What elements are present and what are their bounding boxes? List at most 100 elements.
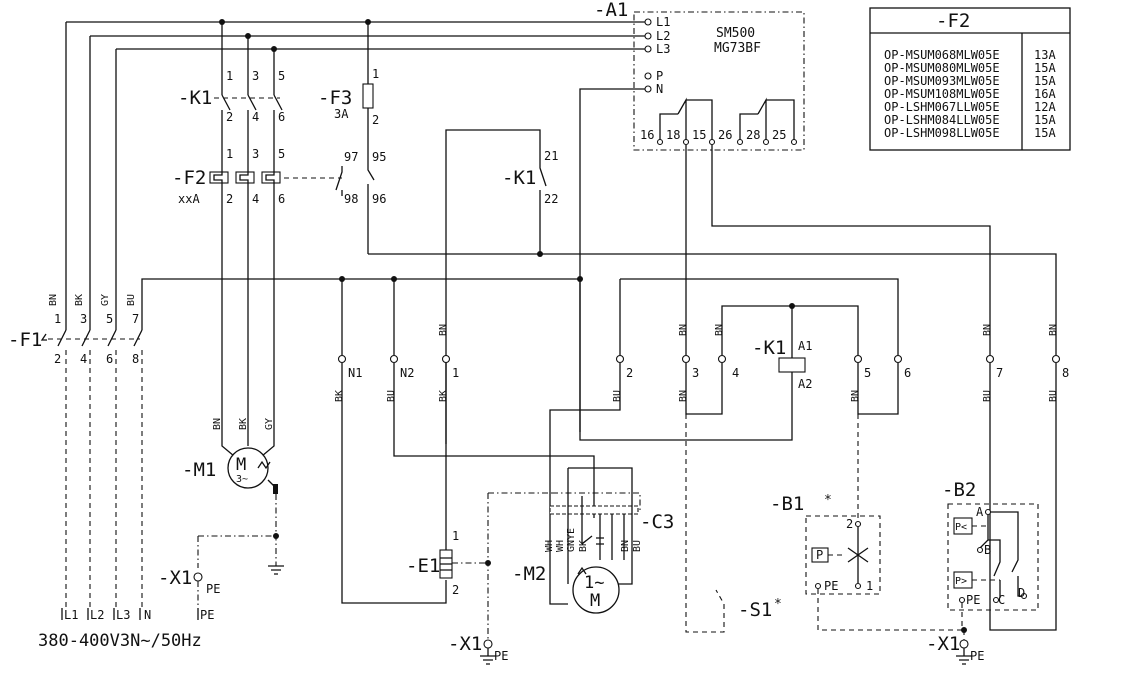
f2-ref: -F2: [172, 167, 206, 189]
terminal-strip: N1 N2 1 2 3 4 5 6 7 8 BN BN BN BN BN BK …: [334, 276, 1069, 633]
supply-l1: L1: [64, 608, 78, 622]
a1-15: 15: [692, 128, 706, 142]
ts-4-top: BN: [714, 324, 725, 336]
k1-bottom-2: 2: [226, 110, 233, 124]
f1-top-7: 7: [132, 312, 139, 326]
ts-7: 7: [996, 366, 1003, 380]
m1-symbol: M: [236, 455, 246, 475]
c3-wire-bu: BU: [632, 540, 643, 552]
k1-bottom-6: 6: [278, 110, 285, 124]
f2-aux-96: 96: [372, 192, 386, 206]
a1-controller: -A1 SM500 MG73BF L1 L2 L3 P N 16 18 15 2…: [579, 0, 991, 432]
f3-rating: 3A: [334, 107, 349, 121]
a1-model: SM500: [716, 26, 755, 41]
m1-sub: 3~: [236, 474, 248, 485]
f1-top-1: 1: [54, 312, 61, 326]
ts-5: 5: [864, 366, 871, 380]
f2-aux-95: 95: [372, 150, 386, 164]
k1-top-1: 1: [226, 69, 233, 83]
s1-ref: -S1: [738, 599, 772, 621]
k1-ref-main: -K1: [178, 87, 212, 109]
c3-wire-bk: BK: [578, 540, 589, 552]
a1-l1: L1: [656, 15, 670, 29]
b1-ref: -B1: [770, 493, 804, 515]
k1-ref-aux: -K1: [502, 167, 536, 189]
ts-1-bottom: BK: [438, 390, 449, 402]
f2-bottom-4: 4: [252, 192, 259, 206]
k1-main-contacts: -K1 1 3 5 2 4 6: [178, 69, 285, 172]
k1-aux-21: 21: [544, 149, 558, 163]
ts-3: 3: [692, 366, 699, 380]
e1-heater: 1 2 -E1: [406, 444, 552, 640]
x1-pe-right-label: PE: [970, 649, 984, 663]
f1-wire-3: GY: [100, 294, 111, 306]
x1-ref-left: -X1: [158, 567, 192, 589]
f3-bottom: 2: [372, 113, 379, 127]
f1-bottom-6: 6: [106, 352, 113, 366]
e1-ref: -E1: [406, 555, 440, 577]
b2-d: D: [1018, 586, 1025, 600]
supply-l3: L3: [116, 608, 130, 622]
k1-ref-coil: -K1: [752, 337, 786, 359]
a1-18: 18: [666, 128, 680, 142]
x1-pe-left-label: PE: [206, 582, 220, 596]
f2-bottom-2: 2: [226, 192, 233, 206]
s1-switch: -S1 *: [738, 597, 782, 621]
supply-voltage: 380-400V3N~/50Hz: [38, 631, 202, 651]
e1-top: 1: [452, 529, 459, 543]
c3-wire-gnye: GNYE: [566, 528, 577, 552]
m1-wire-bk: BK: [238, 418, 249, 430]
a1-p: P: [656, 69, 663, 83]
ts-2-bottom: BU: [612, 390, 623, 402]
f2-table-rating-5: 12A: [1034, 100, 1056, 114]
f2-table-model-1: OP-MSUM068MLW05E: [884, 48, 1000, 62]
f2-overload: 1 3 5 -F2 xxA 2 4 6 97 95 98 96: [172, 140, 386, 432]
b2-pe: PE: [966, 593, 980, 607]
f3-fuse: -F3 3A 1 2: [318, 67, 379, 140]
k1-top-5: 5: [278, 69, 285, 83]
ts-n2-bottom: BU: [386, 390, 397, 402]
f2-table-title: -F2: [936, 10, 970, 32]
s1-star: *: [774, 597, 782, 612]
a1-16: 16: [640, 128, 654, 142]
supply-l2: L2: [90, 608, 104, 622]
f1-breaker: BN BK GY BU 1 3 5 7 -F1 2 4 6 8: [8, 278, 580, 608]
c3-ref: -C3: [640, 511, 674, 533]
f1-bottom-2: 2: [54, 352, 61, 366]
ts-7-bottom: BU: [982, 390, 993, 402]
m2-ref: -M2: [512, 563, 546, 585]
f1-wire-1: BN: [48, 294, 59, 306]
f1-top-3: 3: [80, 312, 87, 326]
f1-bottom-4: 4: [80, 352, 87, 366]
k1-coil: -K1 A1 A2: [752, 306, 812, 391]
f2-table-model-7: OP-LSHM098LLW05E: [884, 126, 1000, 140]
b1-t1: 1: [866, 579, 873, 593]
ts-4: 4: [732, 366, 739, 380]
ts-n2: N2: [400, 366, 414, 380]
f2-table-model-4: OP-MSUM108MLW05E: [884, 87, 1000, 101]
e1-bottom: 2: [452, 583, 459, 597]
ts-7-top: BN: [982, 324, 993, 336]
f2-table-model-6: OP-LSHM084LLW05E: [884, 113, 1000, 127]
x1-pe-bottom: -X1 PE: [448, 633, 508, 665]
x1-pe-bottom-label: PE: [494, 649, 508, 663]
b2-a: A: [976, 505, 984, 519]
m1-ref: -M1: [182, 459, 216, 481]
b1-sensor: -B1 * 2 1 P PE: [770, 493, 964, 631]
m1-wire-gy: GY: [264, 418, 275, 430]
f3-ref: -F3: [318, 87, 352, 109]
a1-l2: L2: [656, 29, 670, 43]
a1-ref: -A1: [594, 0, 628, 21]
m2-sub: M: [590, 591, 600, 611]
a1-28: 28: [746, 128, 760, 142]
f3-top: 1: [372, 67, 379, 81]
ts-n1: N1: [348, 366, 362, 380]
k1-aux-contact: -K1 21 22: [368, 129, 1057, 444]
a1-code: MG73BF: [714, 41, 761, 56]
f2-aux-98: 98: [344, 192, 358, 206]
ts-2: 2: [626, 366, 633, 380]
b2-b: B: [984, 543, 991, 557]
a1-25: 25: [772, 128, 786, 142]
f2-table-rating-1: 13A: [1034, 48, 1056, 62]
